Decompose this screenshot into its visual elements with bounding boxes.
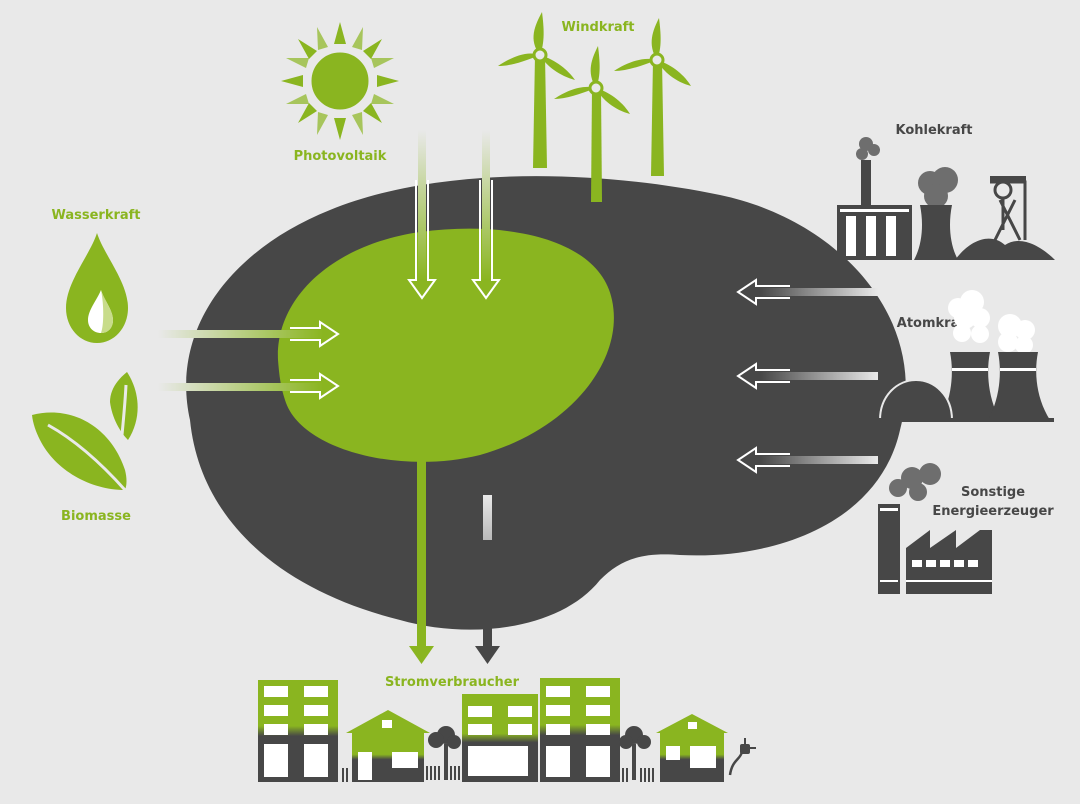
arrow-wasserkraft xyxy=(158,320,340,348)
label-biomasse: Biomasse xyxy=(61,509,131,524)
coal-plant-icon xyxy=(837,137,1055,260)
arrow-sonstige xyxy=(736,446,878,474)
label-sonstige-2: Energieerzeuger xyxy=(932,504,1054,519)
wind-turbine-icon xyxy=(498,12,691,202)
arrow-atomkraft xyxy=(736,362,878,390)
nuclear-plant-icon xyxy=(878,290,1054,422)
leaf-icon xyxy=(32,372,138,491)
factory-icon xyxy=(878,463,992,594)
label-kohlekraft: Kohlekraft xyxy=(895,123,972,138)
label-windkraft: Windkraft xyxy=(561,20,634,35)
arrow-biomasse xyxy=(158,372,340,400)
label-photovoltaik: Photovoltaik xyxy=(294,149,387,164)
label-sonstige-1: Sonstige xyxy=(961,485,1025,500)
sun-icon xyxy=(281,22,399,140)
label-wasserkraft: Wasserkraft xyxy=(51,208,140,223)
label-atomkraft: Atomkraft xyxy=(897,316,971,331)
arrow-windkraft xyxy=(471,130,501,300)
city-icon xyxy=(258,678,756,782)
arrow-output-dark xyxy=(475,495,500,664)
arrow-photovoltaik-1 xyxy=(407,130,437,300)
renewable-pool xyxy=(277,228,614,462)
water-drop-icon xyxy=(66,233,128,343)
label-stromverbraucher: Stromverbraucher xyxy=(385,675,520,690)
arrow-output-green xyxy=(409,455,434,664)
arrow-kohlekraft xyxy=(736,278,878,306)
